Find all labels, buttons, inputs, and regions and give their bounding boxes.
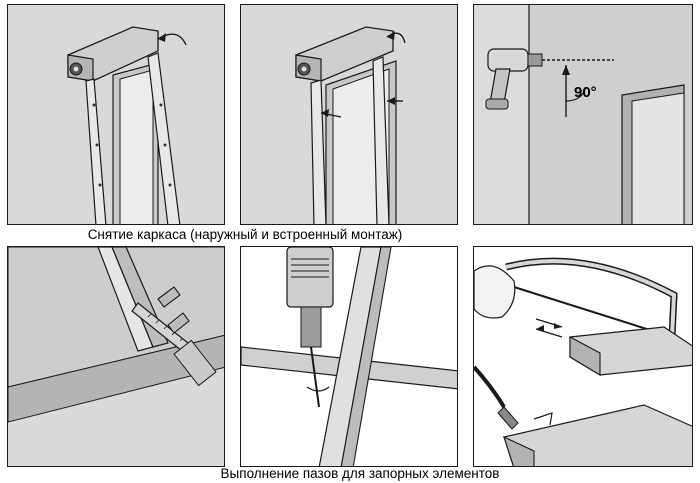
angle-label: 90° (574, 84, 597, 101)
drilling-profile-drawing (241, 247, 457, 466)
illustration-hacksaw-cutting (473, 246, 693, 467)
frame-removal-external-drawing (8, 5, 224, 224)
illustration-caliper-measurement (7, 246, 225, 467)
caption-frame-removal: Снятие каркаса (наружный и встроенный мо… (87, 227, 403, 242)
illustration-frame-removal-builtin (240, 4, 458, 225)
caliper-drawing (8, 247, 224, 466)
hacksaw-drawing (474, 247, 692, 466)
illustration-drilling-90-degrees: 90° (473, 4, 693, 225)
caption-cutting-grooves: Выполнение пазов для запорных элементов (220, 466, 500, 481)
illustration-drilling-profile (240, 246, 458, 467)
drilling-drawing: 90° (474, 5, 692, 224)
frame-removal-builtin-drawing (241, 5, 457, 224)
illustration-frame-removal-external (7, 4, 225, 225)
